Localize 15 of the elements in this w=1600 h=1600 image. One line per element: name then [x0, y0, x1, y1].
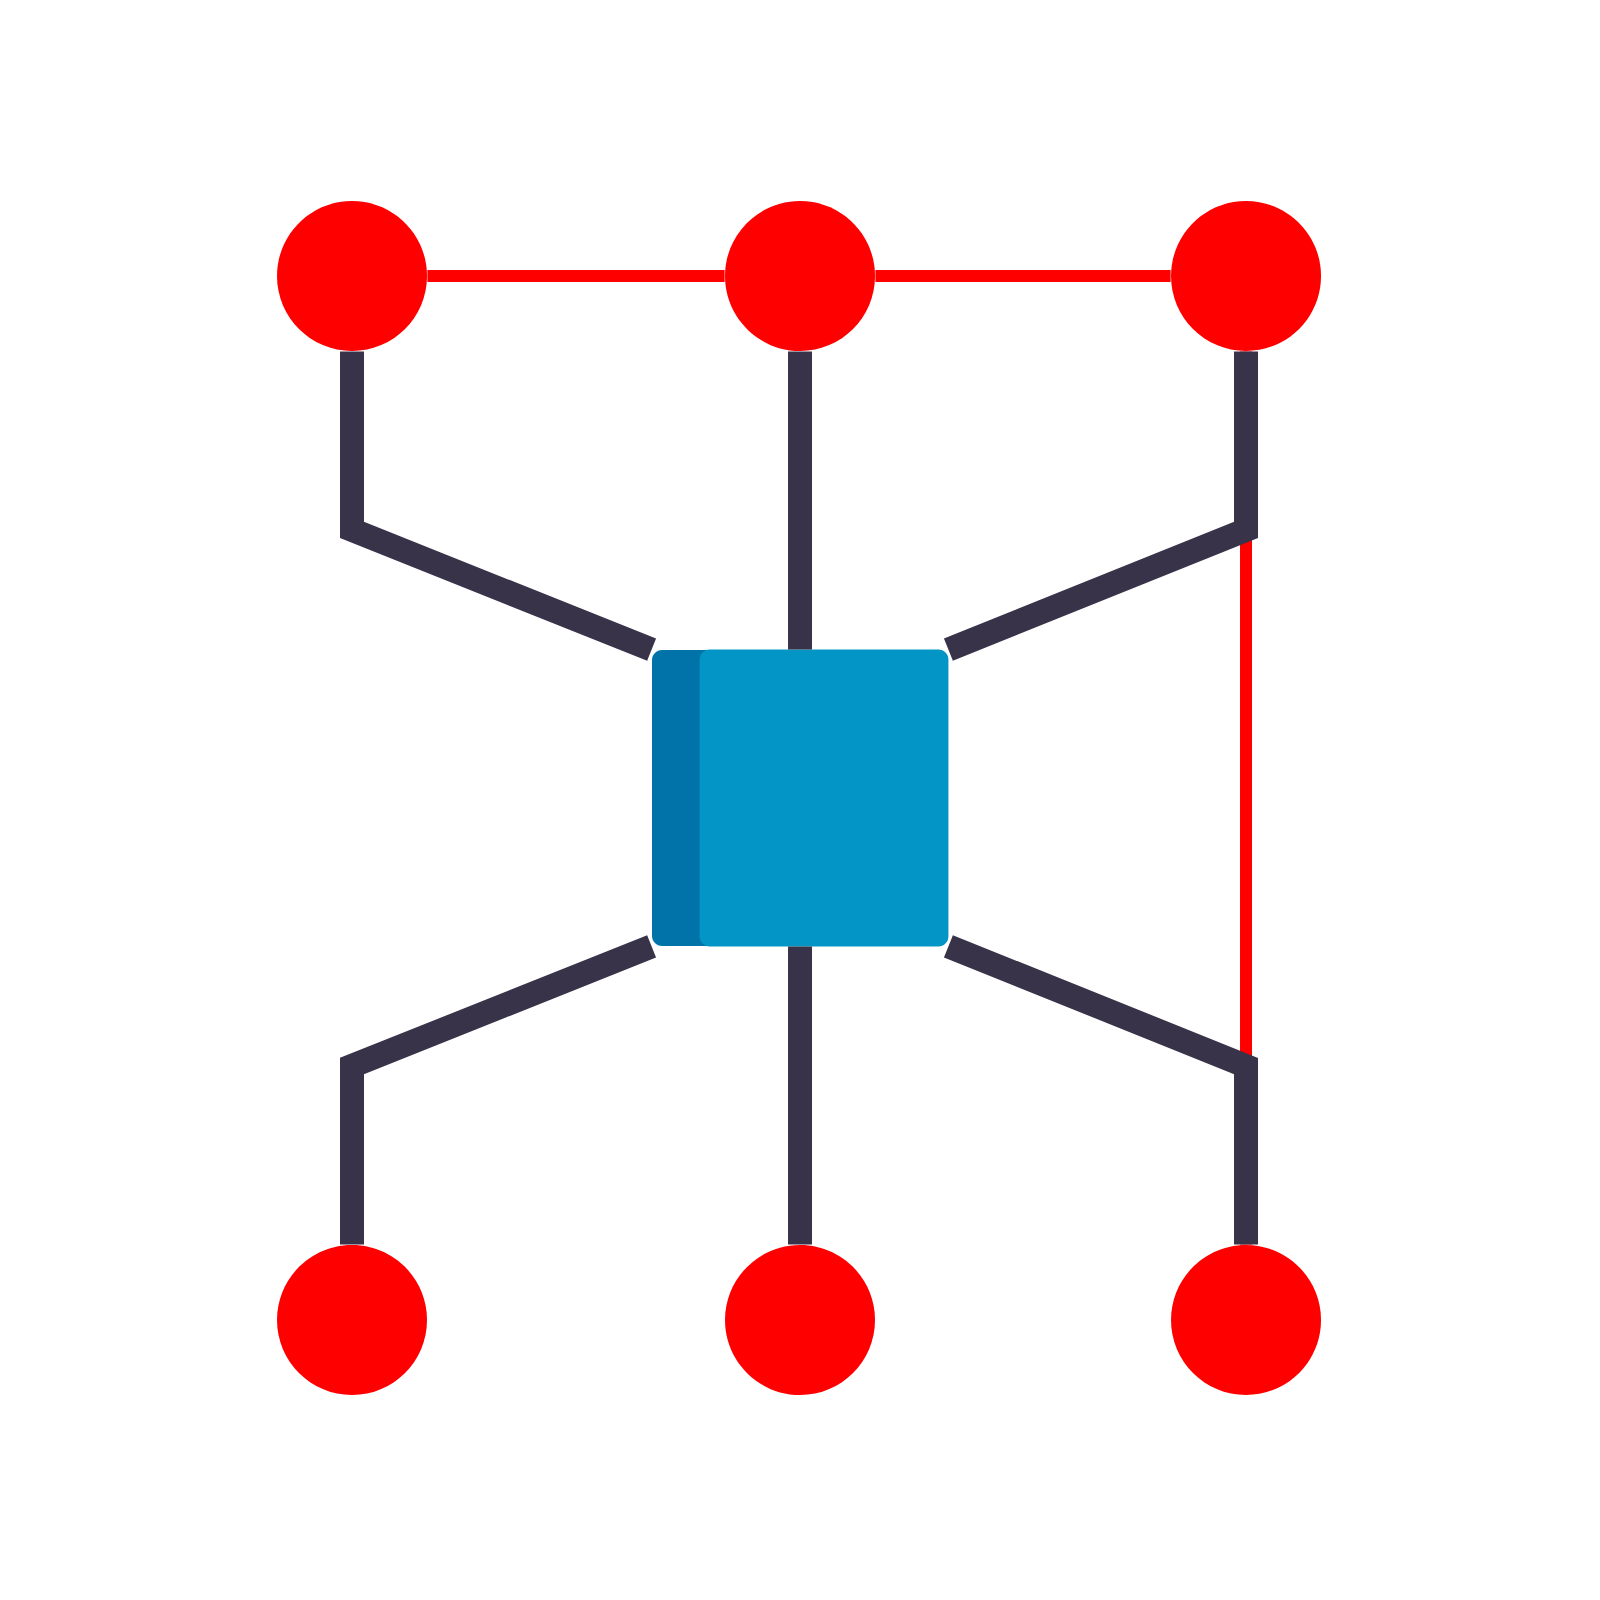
connector-line: [788, 351, 812, 650]
connector-line: [875, 270, 1171, 282]
circle-node: [725, 1245, 875, 1395]
circle-node: [277, 1245, 427, 1395]
circle-node: [277, 201, 427, 351]
connector-line: [788, 946, 812, 1245]
circle-node: [725, 201, 875, 351]
connector-line: [340, 351, 657, 661]
circle-node: [1171, 201, 1321, 351]
connector-line: [427, 270, 725, 282]
connector-line: [340, 935, 657, 1245]
connector-line: [943, 935, 1258, 1245]
circle-node: [1171, 1245, 1321, 1395]
chip-box: [652, 649, 949, 947]
connector-line: [943, 351, 1258, 661]
